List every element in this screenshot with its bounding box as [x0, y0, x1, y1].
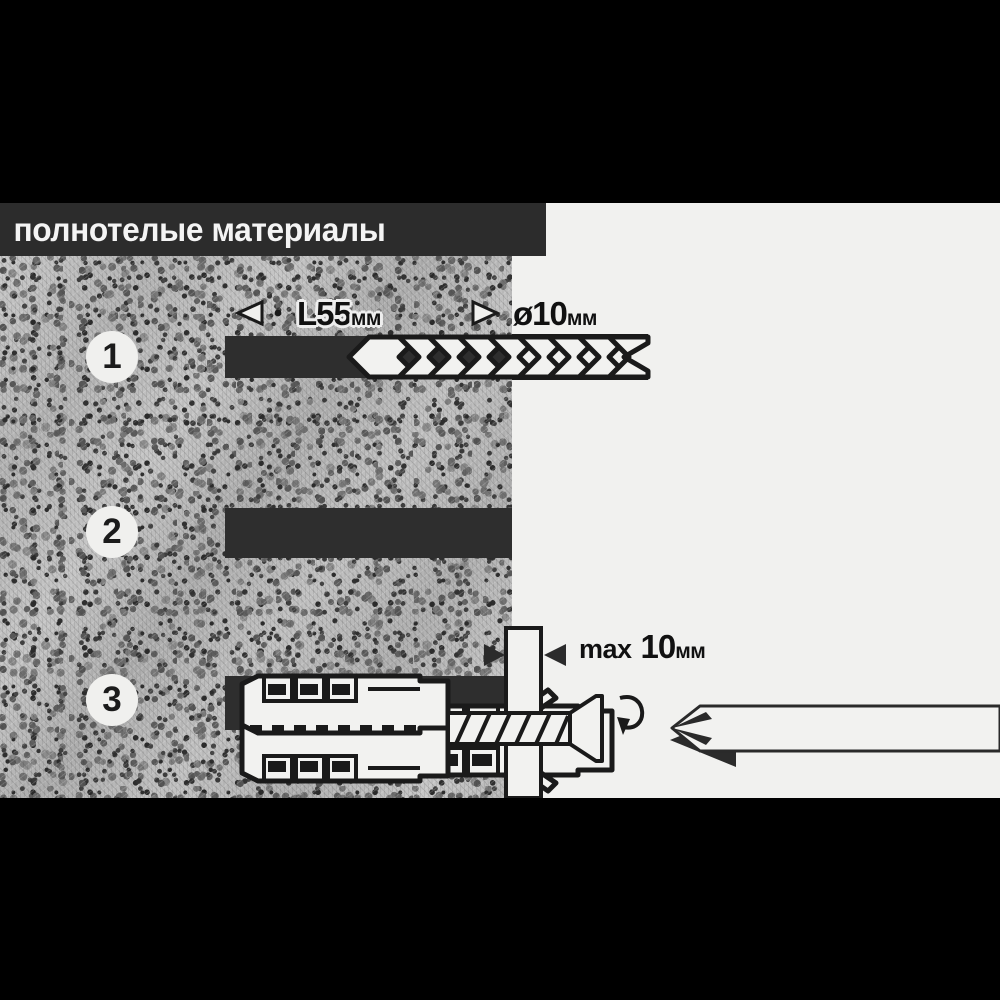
instruction-plate: 1 2 3	[0, 203, 1000, 798]
step-number: 2	[102, 512, 122, 551]
thickness-dimension-arrows	[484, 644, 566, 666]
step-badge-1: 1	[86, 331, 138, 383]
technical-artwork	[234, 299, 1000, 798]
max-unit: мм	[675, 640, 706, 663]
length-dimension-arrows	[234, 299, 501, 327]
letterbox-top	[0, 0, 1000, 203]
step-badge-3: 3	[86, 674, 138, 726]
max-prefix: max	[579, 634, 632, 664]
step-number: 3	[102, 680, 122, 719]
screwdriver-tip	[670, 704, 1000, 753]
step-badge-2: 2	[86, 506, 138, 558]
diameter-value: ø10	[513, 295, 568, 332]
section-banner: полнотелые материалы	[0, 203, 546, 256]
screw-graphic	[446, 694, 604, 763]
length-unit: мм	[350, 307, 382, 330]
rotation-arrow-icon	[617, 695, 645, 735]
drill-hole-step2	[225, 508, 512, 558]
length-value: L55	[297, 295, 352, 332]
diameter-unit: мм	[566, 307, 598, 330]
section-title: полнотелые материалы	[13, 210, 386, 248]
drill-bit-graphic	[346, 334, 651, 380]
step-number: 1	[102, 337, 122, 376]
letterbox-bottom	[0, 798, 1000, 1000]
max-value: 10	[640, 628, 677, 665]
wall-plug-graphic-step3	[239, 673, 451, 784]
